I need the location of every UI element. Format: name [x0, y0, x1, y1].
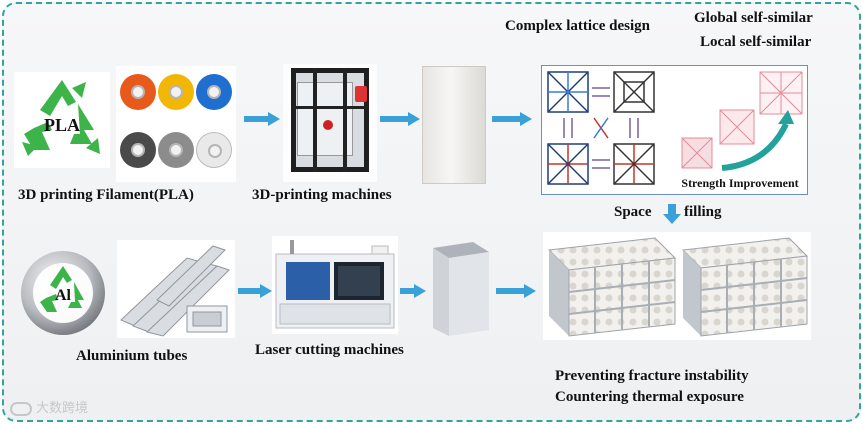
pla-label: PLA — [44, 115, 80, 135]
al-recycle-icon: Al — [21, 251, 105, 335]
down-arrow-icon — [663, 204, 681, 224]
arrow-icon — [380, 112, 420, 126]
global-self-similar-label: Global self-similar — [694, 10, 813, 26]
thermal-text: Countering thermal exposure — [555, 389, 744, 405]
watermark-text: 大数跨境 — [36, 401, 89, 416]
aluminium-box-image — [429, 238, 493, 338]
watermark-logo: 大数跨境 — [10, 397, 88, 416]
al-recycle-panel: Al — [20, 250, 106, 336]
3d-printer-image — [283, 64, 377, 182]
lattice-design-panel: Strength Improvement — [541, 65, 808, 195]
pla-recycle-icon: PLA — [22, 80, 100, 156]
arrow-icon — [492, 112, 532, 126]
arrow-icon — [400, 284, 426, 298]
space-label: Space — [614, 204, 652, 220]
arrow-icon — [238, 284, 272, 298]
al-label: Al — [55, 287, 72, 304]
laser-caption: Laser cutting machines — [255, 342, 404, 358]
lattice-diagram: Strength Improvement — [547, 71, 803, 190]
fracture-text: Preventing fracture instability — [555, 368, 749, 384]
spool-gray — [158, 132, 194, 168]
spool-black — [120, 132, 156, 168]
arrow-icon — [244, 112, 280, 126]
filament-spools — [116, 66, 236, 182]
spool-blue — [196, 74, 232, 110]
spool-yellow — [158, 74, 194, 110]
filling-label: filling — [684, 204, 722, 220]
local-self-similar-label: Local self-similar — [700, 34, 812, 50]
spool-orange — [120, 74, 156, 110]
printed-block-image — [422, 66, 486, 184]
spool-white — [196, 132, 232, 168]
arrow-icon — [496, 284, 536, 298]
printer-caption: 3D-printing machines — [252, 187, 392, 203]
filled-structures-image — [543, 232, 811, 340]
tubes-caption: Aluminium tubes — [76, 348, 188, 364]
filament-caption: 3D printing Filament(PLA) — [18, 187, 194, 203]
strength-improvement-label: Strength Improvement — [681, 176, 798, 190]
watermark-icon — [10, 401, 32, 416]
pla-recycle-panel: PLA — [14, 72, 110, 168]
laser-cutter-image — [272, 236, 398, 334]
aluminium-tubes-image — [117, 240, 235, 338]
lattice-design-title: Complex lattice design — [505, 18, 650, 34]
